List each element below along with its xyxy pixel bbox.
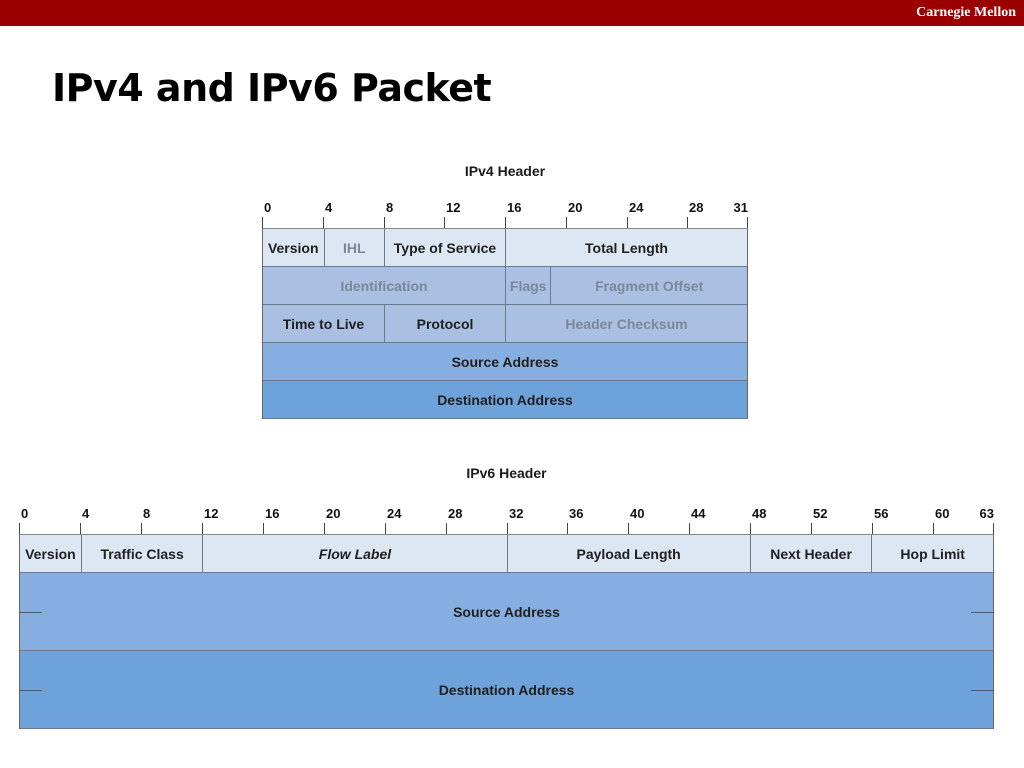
bit-tick-label: 0 xyxy=(21,506,29,521)
brand-label: Carnegie Mellon xyxy=(916,5,1016,20)
bit-tick xyxy=(263,523,264,534)
bit-tick-label: 20 xyxy=(568,200,583,215)
continuation-dash xyxy=(971,689,993,691)
bit-tick xyxy=(689,523,690,534)
bit-tick xyxy=(19,523,20,534)
field-version: Version xyxy=(25,545,76,562)
bit-tick-label: 40 xyxy=(630,506,645,521)
bit-tick-label: 60 xyxy=(935,506,950,521)
bit-tick xyxy=(507,523,508,534)
bit-tick-label: 56 xyxy=(874,506,889,521)
field-time-to-live: Time to Live xyxy=(282,315,365,332)
field-payload-length: Payload Length xyxy=(506,535,750,572)
continuation-dash xyxy=(20,611,42,613)
field-destination-address: Destination Address xyxy=(438,681,575,698)
bit-tick-label: 0 xyxy=(264,200,272,215)
bit-tick-label: 31 xyxy=(733,200,748,215)
header-row: Source Address xyxy=(20,573,993,651)
field-flow-label: Flow Label xyxy=(202,535,506,572)
bit-tick-label: 24 xyxy=(387,506,402,521)
bit-tick-label: 28 xyxy=(448,506,463,521)
bit-tick-label: 4 xyxy=(325,200,333,215)
bit-tick-label: 12 xyxy=(446,200,461,215)
bit-tick-label: 12 xyxy=(204,506,219,521)
bit-tick-label: 8 xyxy=(386,200,394,215)
bit-tick xyxy=(141,523,142,534)
bit-tick xyxy=(566,217,567,228)
bit-tick-label: 8 xyxy=(143,506,151,521)
slide-title: IPv4 and IPv6 Packet xyxy=(52,66,492,110)
field-traffic-class: Traffic Class xyxy=(80,535,203,572)
field-header-checksum: Header Checksum xyxy=(505,305,747,342)
field-protocol: Protocol xyxy=(384,305,505,342)
field-fragment-offset: Fragment Offset xyxy=(550,267,747,304)
bit-tick-label: 24 xyxy=(629,200,644,215)
header-row: Destination Address xyxy=(263,381,747,419)
field-destination-address: Destination Address xyxy=(437,391,573,408)
bit-tick-label: 16 xyxy=(507,200,522,215)
field-total-length: Total Length xyxy=(505,229,747,266)
bit-tick xyxy=(567,523,568,534)
top-bar: Carnegie Mellon xyxy=(0,0,1024,26)
bit-tick xyxy=(811,523,812,534)
bit-tick xyxy=(262,217,263,228)
bit-tick xyxy=(627,217,628,228)
bit-tick xyxy=(687,217,688,228)
bit-tick xyxy=(993,523,994,534)
bit-tick xyxy=(384,217,385,228)
bit-tick xyxy=(747,217,748,228)
field-next-header: Next Header xyxy=(749,535,872,572)
bit-tick-label: 44 xyxy=(691,506,706,521)
field-ihl: IHL xyxy=(323,229,385,266)
bit-tick xyxy=(628,523,629,534)
bit-tick-label: 63 xyxy=(979,506,994,521)
bit-tick-label: 16 xyxy=(265,506,280,521)
bit-tick xyxy=(323,217,324,228)
bit-tick-label: 20 xyxy=(326,506,341,521)
ipv6-title: IPv6 Header xyxy=(466,465,547,481)
bit-tick xyxy=(385,523,386,534)
field-source-address: Source Address xyxy=(453,603,560,620)
bit-tick-label: 52 xyxy=(813,506,828,521)
header-row: Source Address xyxy=(263,343,747,381)
continuation-dash xyxy=(971,611,993,613)
bit-tick-label: 4 xyxy=(82,506,90,521)
bit-tick xyxy=(446,523,447,534)
bit-tick xyxy=(933,523,934,534)
bit-tick xyxy=(80,523,81,534)
field-hop-limit: Hop Limit xyxy=(871,535,993,572)
header-row: Destination Address xyxy=(20,651,993,729)
field-version: Version xyxy=(267,239,319,256)
bit-tick xyxy=(202,523,203,534)
field-source-address: Source Address xyxy=(451,353,559,370)
ipv4-title: IPv4 Header xyxy=(464,163,546,179)
bit-tick xyxy=(444,217,445,228)
bit-tick-label: 48 xyxy=(752,506,767,521)
continuation-dash xyxy=(20,689,42,691)
bit-tick xyxy=(872,523,873,534)
ipv4-bit-ruler: 0 4 8 12 16 20 24 28 31 xyxy=(262,200,748,228)
field-flags: Flags xyxy=(505,267,550,304)
field-identification: Identification xyxy=(340,277,428,294)
field-type-of-service: Type of Service xyxy=(384,229,505,266)
bit-tick xyxy=(750,523,751,534)
bit-tick xyxy=(505,217,506,228)
bit-tick-label: 36 xyxy=(569,506,584,521)
bit-tick-label: 28 xyxy=(689,200,704,215)
bit-tick-label: 32 xyxy=(509,506,524,521)
bit-tick xyxy=(324,523,325,534)
